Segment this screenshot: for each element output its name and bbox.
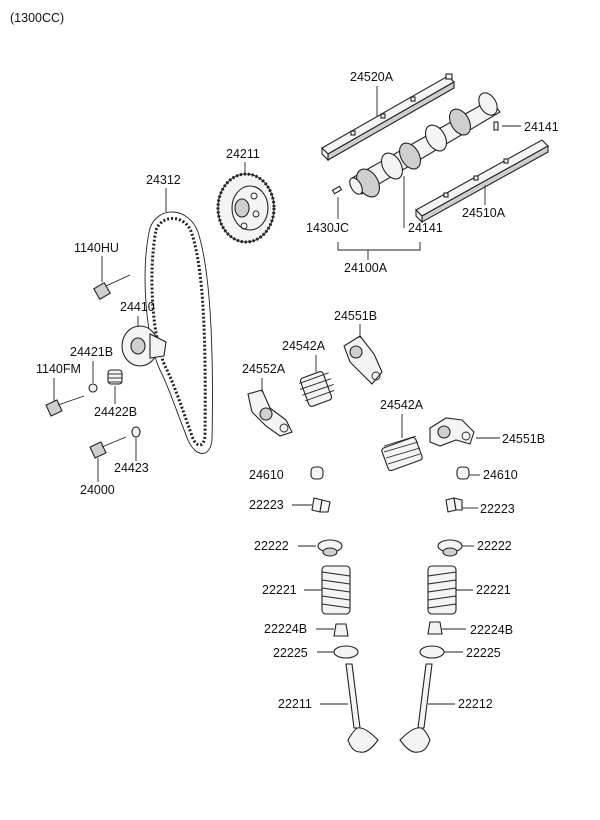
spring-24542a-top xyxy=(299,371,335,407)
camshaft xyxy=(349,92,501,198)
cam-sprocket xyxy=(216,172,276,244)
label-24211: 24211 xyxy=(226,147,260,161)
spring-24422b xyxy=(107,369,123,385)
label-22223-right: 22223 xyxy=(480,502,515,516)
label-24542a-top: 24542A xyxy=(282,339,326,353)
cotter-left xyxy=(311,497,331,513)
valve-22212 xyxy=(399,663,433,753)
label-22223-left: 22223 xyxy=(249,498,284,512)
valve-seal-left xyxy=(333,623,349,637)
label-24422b: 24422B xyxy=(94,405,137,419)
valve-spring-right xyxy=(427,565,457,615)
retainer-right xyxy=(437,539,463,557)
tensioner-pulley xyxy=(121,325,167,367)
valve-22211 xyxy=(345,663,379,753)
pin-left xyxy=(331,185,343,195)
spring-24542a-bottom xyxy=(381,435,423,472)
label-22211: 22211 xyxy=(278,697,312,711)
rocker-arm-24552a xyxy=(247,389,293,437)
pin-right xyxy=(493,121,499,131)
label-24542a-bottom: 24542A xyxy=(380,398,424,412)
label-24552a: 24552A xyxy=(242,362,286,376)
retainer-left xyxy=(317,539,343,557)
bolt-1140hu xyxy=(93,274,131,300)
label-22222-right: 22222 xyxy=(477,539,512,553)
adjuster-left xyxy=(310,466,324,480)
bolt-1140fm xyxy=(45,395,85,417)
label-22221-left: 22221 xyxy=(262,583,297,597)
label-22225-left: 22225 xyxy=(273,646,308,660)
label-24520a: 24520A xyxy=(350,70,394,84)
adjuster-right xyxy=(456,466,470,480)
timing-belt xyxy=(144,211,213,454)
rocker-shaft-24510a xyxy=(415,139,549,224)
rocker-shaft-24520a xyxy=(321,73,455,162)
label-22224b-left: 22224B xyxy=(264,622,307,636)
label-24141-right: 24141 xyxy=(524,120,559,134)
label-24410: 24410 xyxy=(120,300,155,314)
label-22225-right: 22225 xyxy=(466,646,501,660)
label-24312: 24312 xyxy=(146,173,181,187)
rocker-arm-24551b-bottom xyxy=(429,417,475,447)
label-1430jc: 1430JC xyxy=(306,221,349,235)
label-1140hu: 1140HU xyxy=(74,241,119,255)
washer-24423 xyxy=(131,426,141,438)
label-1140fm: 1140FM xyxy=(36,362,81,376)
spring-seat-left xyxy=(333,645,359,659)
label-24423: 24423 xyxy=(114,461,149,475)
label-24551b-bottom: 24551B xyxy=(502,432,545,446)
label-24610-left: 24610 xyxy=(249,468,284,482)
bolt-24000 xyxy=(89,436,127,459)
label-22224b-right: 22224B xyxy=(470,623,513,637)
label-24421b: 24421B xyxy=(70,345,113,359)
engine-note: (1300CC) xyxy=(10,11,64,25)
valve-seal-right xyxy=(427,621,443,635)
label-24510a: 24510A xyxy=(462,206,506,220)
label-24551b-top: 24551B xyxy=(334,309,377,323)
valve-spring-left xyxy=(321,565,351,615)
label-24000: 24000 xyxy=(80,483,115,497)
label-22221-right: 22221 xyxy=(476,583,511,597)
rocker-arm-24551b-top xyxy=(343,335,383,385)
label-24100a: 24100A xyxy=(344,261,388,275)
label-22222-left: 22222 xyxy=(254,539,289,553)
cotter-right xyxy=(445,497,463,513)
washer-24421b xyxy=(88,383,98,393)
label-22212: 22212 xyxy=(458,697,493,711)
label-24610-right: 24610 xyxy=(483,468,518,482)
spring-seat-right xyxy=(419,645,445,659)
label-24141-bottom: 24141 xyxy=(408,221,443,235)
